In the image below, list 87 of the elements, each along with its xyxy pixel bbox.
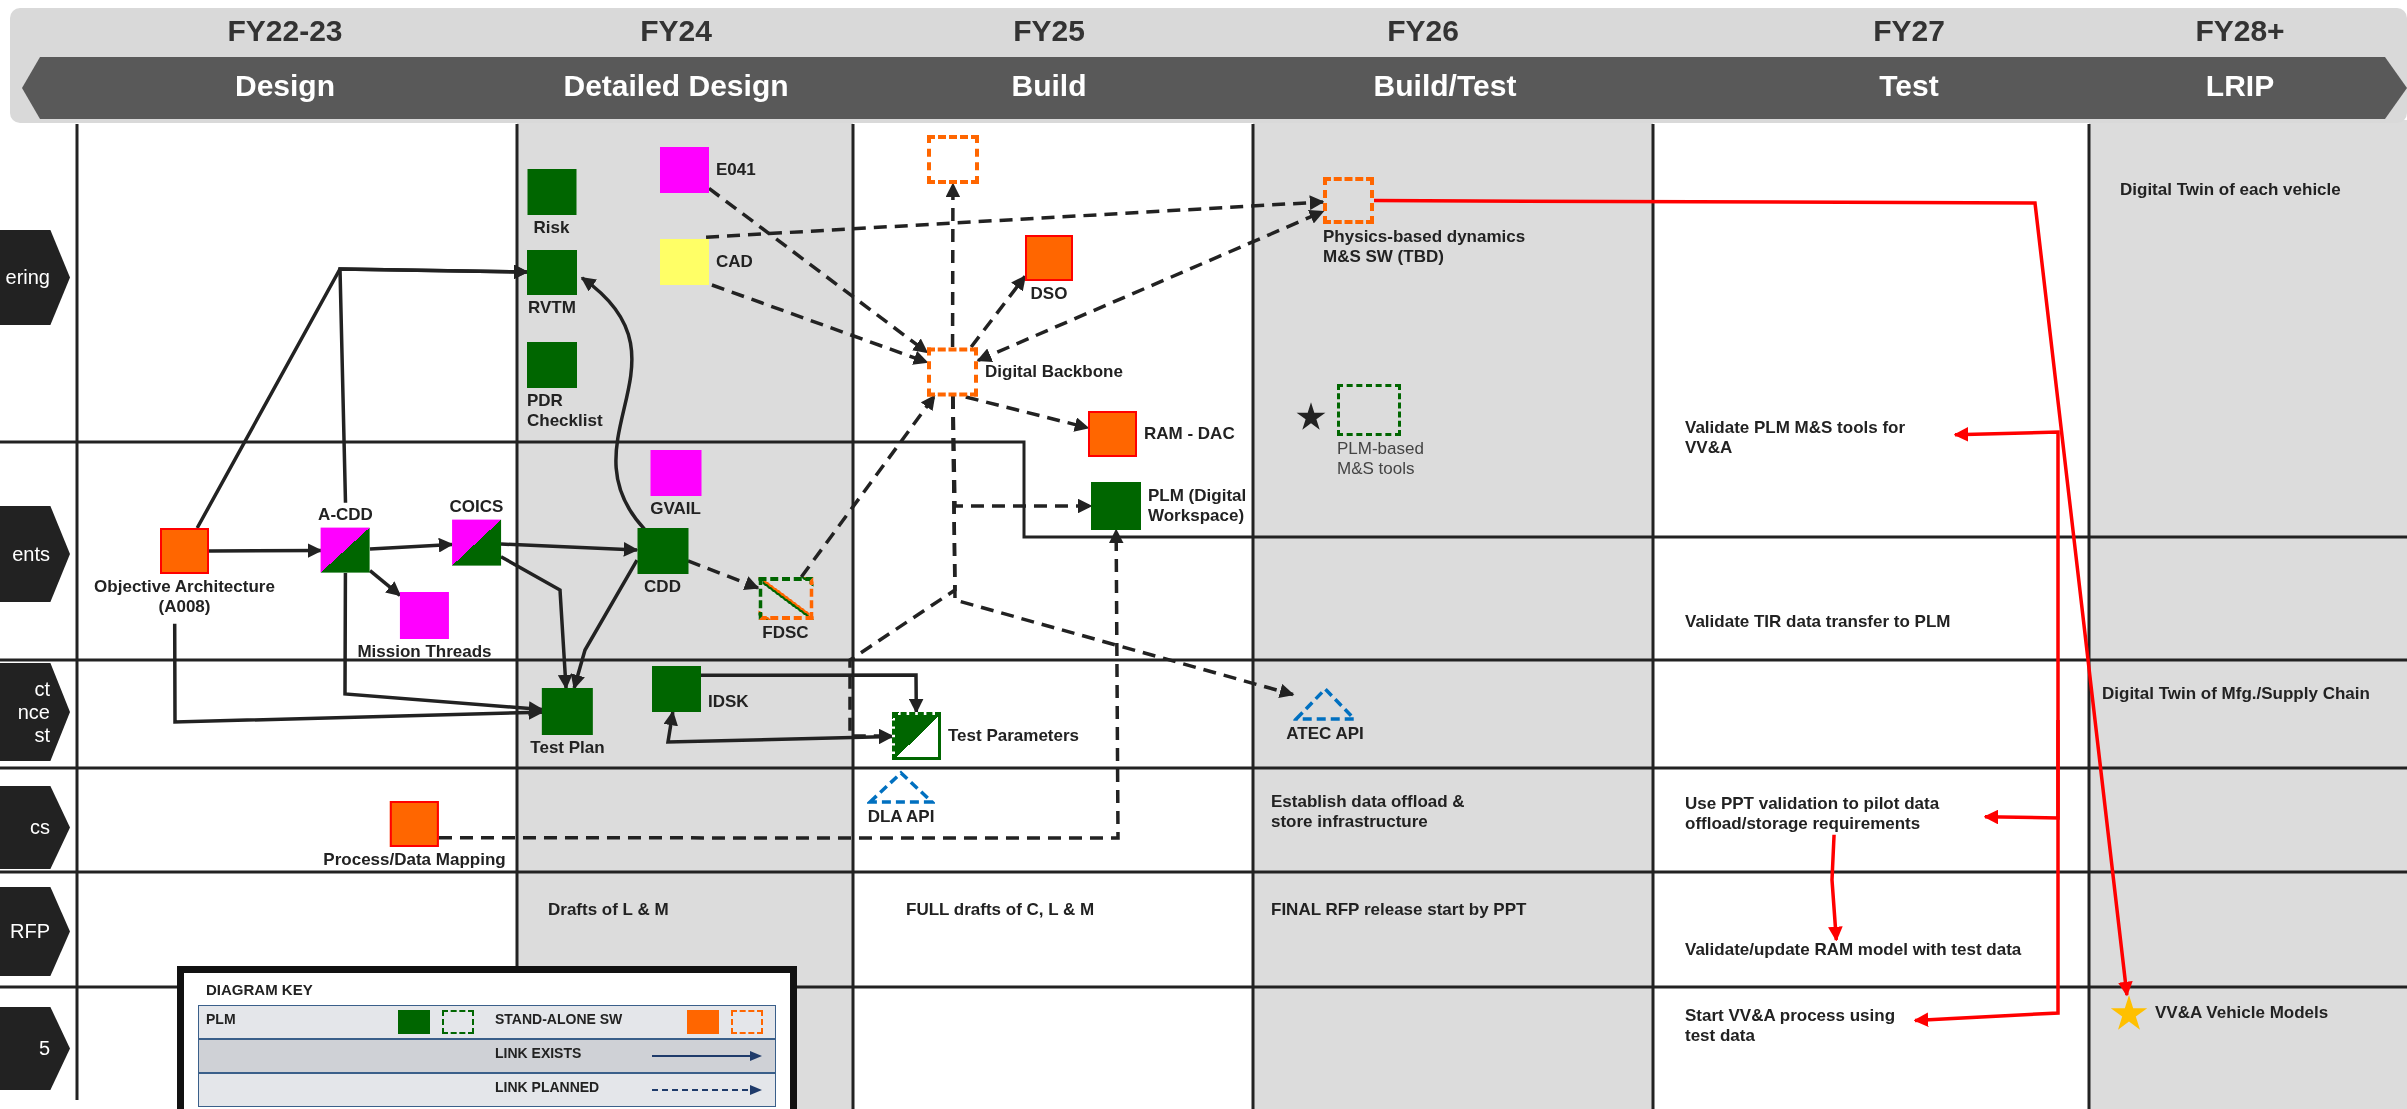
node-label: VV&A Vehicle Models — [2155, 1002, 2329, 1024]
note-text: FULL drafts of C, L & M — [906, 900, 1095, 921]
dashed-arrow — [951, 396, 1295, 699]
lane-tab: RFP — [0, 887, 70, 976]
arrow — [172, 623, 544, 724]
dashed-arrow — [705, 195, 1325, 239]
legend-title: DIAGRAM KEY — [206, 981, 313, 998]
node-label: Test Plan — [530, 738, 605, 759]
dashed-arrow — [965, 395, 1090, 432]
lane-tab: ct nce st — [0, 663, 70, 761]
node-label: COICS — [449, 496, 504, 517]
year-label: FY22-23 — [227, 14, 343, 48]
note-text: Validate PLM M&S tools for VV&A — [1685, 418, 1955, 459]
dashed-arrow — [969, 275, 1027, 349]
note-text: Start VV&A process using test data — [1685, 1006, 1915, 1047]
phase-label: Build — [1011, 69, 1087, 103]
dashed-arrow — [439, 528, 1124, 840]
node-label: CDD — [644, 577, 681, 598]
lane-tab: 5 — [0, 1007, 70, 1090]
legend-label: PLM — [206, 1011, 236, 1027]
arrow — [1828, 834, 1843, 942]
phase-label: Test — [1879, 69, 1939, 103]
node-label: FDSC — [762, 623, 809, 644]
arrow — [338, 264, 529, 503]
arrow — [570, 559, 639, 690]
node-label: PDR Checklist — [527, 391, 604, 432]
node-label: IDSK — [708, 691, 749, 712]
note-text: Use PPT validation to pilot data offload/storage requirements — [1685, 794, 1985, 835]
note-text: FINAL RFP release start by PPT — [1271, 900, 1527, 921]
year-label: FY24 — [640, 14, 712, 48]
year-label: FY25 — [1013, 14, 1085, 48]
arrow — [701, 673, 924, 714]
lane-tab: ering — [0, 230, 70, 325]
dashed-arrow — [945, 182, 961, 347]
note-text: Drafts of L & M — [548, 900, 669, 921]
note-text: Validate/update RAM model with test data — [1685, 940, 2022, 961]
node-label: DLA API — [867, 807, 935, 828]
dashed-arrow — [711, 283, 929, 365]
arrow — [500, 555, 573, 690]
node-label: GVAIL — [650, 499, 701, 520]
node-label: DSO — [1030, 284, 1068, 305]
node-label: Objective Architecture (A008) — [93, 577, 276, 618]
note-text: Validate TIR data transfer to PLM — [1685, 612, 1951, 633]
node-label: Physics-based dynamics M&S SW (TBD) — [1323, 227, 1527, 268]
year-label: FY27 — [1873, 14, 1945, 48]
note-text: Digital Twin of each vehicle — [2120, 180, 2341, 201]
arrow — [580, 276, 647, 531]
legend-label: LINK EXISTS — [495, 1045, 582, 1061]
phase-label: Detailed Design — [563, 69, 789, 103]
phase-label: Design — [235, 69, 335, 103]
node-label: Process/Data Mapping — [323, 850, 506, 871]
phase-label: LRIP — [2205, 69, 2275, 103]
arrow — [1913, 720, 2060, 1028]
lane-tab: ents — [0, 506, 70, 602]
node-label: CAD — [716, 251, 753, 273]
node-label: RAM - DAC — [1144, 423, 1235, 445]
node-label: ATEC API — [1286, 724, 1364, 745]
double-headed-arrow — [976, 209, 1325, 363]
node-label: Digital Backbone — [985, 361, 1123, 382]
node-label: A-CDD — [318, 504, 373, 525]
arrow — [369, 537, 454, 553]
arrow — [209, 543, 323, 558]
lane-tab: cs — [0, 786, 70, 869]
arrow — [1374, 198, 2133, 997]
dashed-arrow — [687, 559, 760, 590]
phase-label: Build/Test — [1373, 69, 1517, 103]
year-label: FY26 — [1387, 14, 1459, 48]
phase-arrow-band — [22, 57, 2407, 119]
dashed-arrow — [707, 187, 929, 354]
note-text: Establish data offload & store infrastructure — [1271, 792, 1466, 833]
node-label: Test Parameters — [948, 725, 1080, 747]
year-label: FY28+ — [2195, 14, 2285, 48]
legend-label: LINK PLANNED — [495, 1079, 600, 1095]
arrow — [500, 542, 639, 557]
legend-label: STAND-ALONE SW — [495, 1011, 623, 1027]
node-label: Mission Threads — [357, 642, 492, 663]
node-label: E041 — [716, 159, 756, 181]
dashed-arrow — [799, 394, 936, 579]
node-label: Risk — [533, 218, 570, 239]
arrow — [1953, 427, 2060, 720]
arrow — [343, 573, 544, 716]
double-headed-arrow — [663, 710, 894, 745]
node-label: RVTM — [528, 298, 576, 319]
node-label: PLM-based M&S tools — [1337, 439, 1425, 480]
node-label: PLM (Digital Workspace) — [1148, 485, 1248, 527]
note-text: Digital Twin of Mfg./Supply Chain — [2102, 684, 2370, 705]
arrow — [368, 569, 402, 597]
